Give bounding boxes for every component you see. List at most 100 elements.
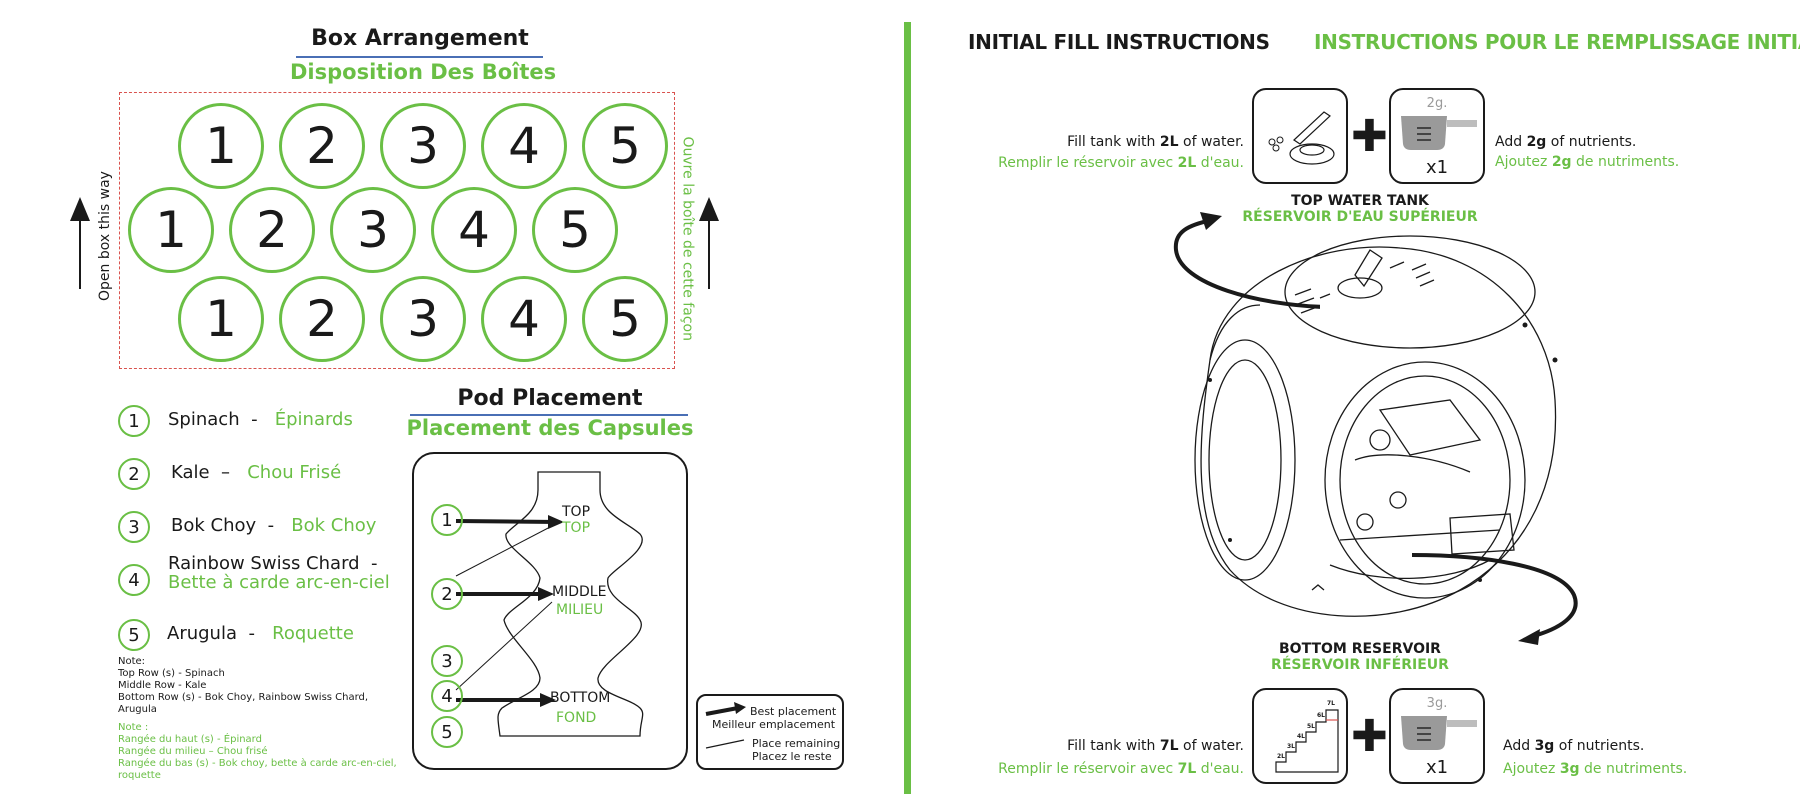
legend-number-circle: 2: [118, 458, 150, 490]
pod-number-circle: 2: [431, 578, 463, 610]
amount: 2g: [1526, 134, 1547, 150]
text-part: Remplir le réservoir avec: [998, 155, 1178, 171]
key-rest-fr: Placez le reste: [752, 750, 832, 763]
amount: 7L: [1177, 761, 1197, 777]
note-english: Note: Top Row (s) - Spinach Middle Row -…: [118, 656, 408, 716]
note-line: Bottom Row (s) - Bok Choy, Rainbow Swiss…: [118, 692, 369, 715]
stair-level-label: 2L: [1277, 753, 1285, 760]
note-line: Middle Row - Kale: [118, 680, 207, 691]
text-part: Remplir le réservoir avec: [998, 761, 1178, 777]
note-title: Note :: [118, 722, 149, 733]
water-tank-icon: [1252, 88, 1348, 184]
up-arrow-icon: [70, 197, 90, 289]
fill-title-fr: INSTRUCTIONS POUR LE REMPLISSAGE INITIAL: [1314, 30, 1800, 54]
stair-level-label: 6L: [1317, 712, 1325, 719]
planter-sphere-icon: [1194, 235, 1558, 617]
legend-sep: -: [248, 623, 255, 644]
scoop-shape: [1401, 116, 1477, 150]
key-place-remaining: Place remaining Placez le reste: [752, 737, 840, 763]
legend-entry: Bok Choy - Bok Choy: [171, 515, 376, 536]
legend-en: Rainbow Swiss Chard: [168, 553, 360, 574]
box-slot-circle: 3: [330, 187, 416, 273]
box-slot-circle: 3: [380, 276, 466, 362]
legend-sep: -: [267, 515, 275, 536]
amount: 3g: [1559, 761, 1580, 777]
scoop-count: x1: [1425, 757, 1449, 778]
pod-placement-title: Pod Placement: [457, 386, 643, 411]
text-part: Fill tank with: [1067, 738, 1160, 754]
legend-fr: Roquette: [272, 623, 354, 644]
legend-entry: Rainbow Swiss Chard -Bette à carde arc-e…: [168, 554, 390, 592]
text-part: Ajoutez: [1495, 154, 1552, 170]
plus-icon: ✚: [1351, 111, 1388, 162]
legend-number-circle: 1: [118, 405, 150, 437]
title-underline: [410, 414, 688, 416]
scoop-label: 3g.: [1426, 696, 1448, 711]
bottom-water-instruction: Fill tank with 7L of water.: [1000, 738, 1244, 754]
top-nutrient-instruction-fr: Ajoutez 2g de nutriments.: [1495, 154, 1679, 170]
text-part: d'eau.: [1196, 155, 1244, 171]
box-slot-circle: 1: [178, 276, 264, 362]
scoop-label: 2g.: [1426, 96, 1448, 111]
text-part: Add: [1503, 738, 1535, 754]
text-part: of water.: [1178, 738, 1244, 754]
legend-sep: -: [251, 409, 258, 430]
pod-number-circle: 5: [431, 716, 463, 748]
stair-level-label: 5L: [1307, 723, 1315, 730]
amount: 2g: [1551, 154, 1572, 170]
key-arrows: [705, 702, 746, 749]
legend-fr: Épinards: [274, 409, 353, 430]
box-slot-circle: 3: [380, 103, 466, 189]
top-water-instruction-fr: Remplir le réservoir avec 2L d'eau.: [960, 155, 1244, 171]
key-best-fr: Meilleur emplacement: [712, 718, 836, 731]
text-part: de nutriments.: [1579, 761, 1688, 777]
legend-entry: Kale – Chou Frisé: [171, 462, 341, 483]
amount: 3g: [1534, 738, 1555, 754]
box-arrangement-subtitle: Disposition Des Boîtes: [290, 60, 557, 84]
section-divider: [904, 22, 911, 794]
pod-middle-label-fr: MILIEU: [556, 602, 604, 618]
amount: 2L: [1159, 134, 1179, 150]
legend-fr: Bette à carde arc-en-ciel: [168, 572, 390, 593]
box-slot-circle: 2: [229, 187, 315, 273]
legend-fr: Chou Frisé: [247, 462, 342, 483]
amount: 2L: [1177, 155, 1197, 171]
pod-number-circle: 4: [431, 680, 463, 712]
legend-en: Spinach: [168, 409, 240, 430]
pod-top-label-fr: TOP: [562, 520, 591, 536]
box-slot-circle: 2: [279, 103, 365, 189]
placement-key: [696, 694, 844, 770]
key-best-placement: Best placement Meilleur emplacement: [712, 705, 836, 731]
bottom-reservoir-caption: BOTTOM RESERVOIR: [1279, 641, 1441, 657]
box-arrangement-title: Box Arrangement: [311, 26, 529, 51]
text-part: of water.: [1178, 134, 1244, 150]
open-box-label: Open box this way: [97, 171, 113, 301]
text-part: d'eau.: [1196, 761, 1244, 777]
stair-level-label: 3L: [1287, 743, 1295, 750]
pod-bottom-label-fr: FOND: [556, 710, 597, 726]
scoop-count: x1: [1425, 157, 1449, 178]
plus-icon: ✚: [1351, 711, 1388, 762]
text-part: Fill tank with: [1067, 134, 1160, 150]
legend-sep: –: [221, 462, 231, 483]
text-part: Add: [1495, 134, 1527, 150]
bottom-reservoir-caption-fr: RÉSERVOIR INFÉRIEUR: [1271, 657, 1449, 673]
key-rest-en: Place remaining: [752, 737, 841, 750]
box-slot-circle: 4: [431, 187, 517, 273]
tower-outline-diagram: [455, 471, 644, 737]
curved-arrow-icon: [1173, 212, 1320, 309]
note-line: Rangée du bas (s) - Bok choy, bette à ca…: [118, 758, 397, 781]
legend-en: Kale: [171, 462, 210, 483]
note-line: Rangée du milieu – Chou frisé: [118, 746, 268, 757]
note-title: Note:: [118, 656, 146, 667]
box-slot-circle: 5: [582, 276, 668, 362]
pod-middle-label: MIDDLE: [552, 584, 607, 600]
text-part: of nutrients.: [1546, 134, 1637, 150]
up-arrow-icon: [699, 197, 719, 289]
text-part: de nutriments.: [1571, 154, 1680, 170]
legend-number-circle: 4: [118, 564, 150, 596]
open-box-label-fr: Ouvre la boîte de cette façon: [679, 136, 696, 341]
legend-number-circle: 5: [118, 619, 150, 651]
pod-placement-subtitle: Placement des Capsules: [406, 416, 694, 440]
